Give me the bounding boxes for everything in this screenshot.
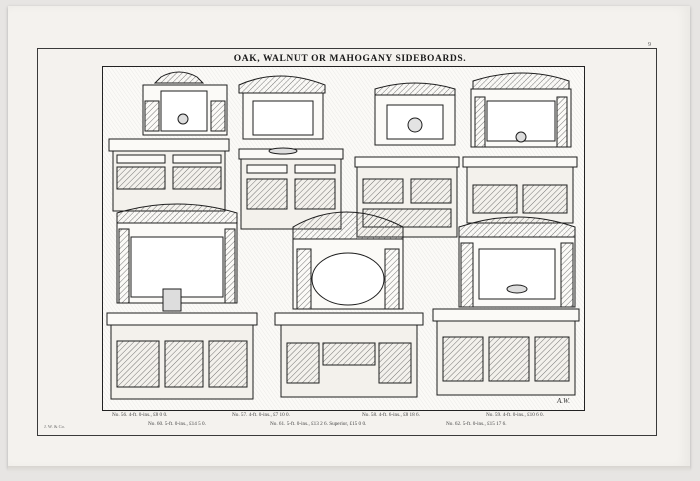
sideboard-4 bbox=[462, 72, 578, 224]
sideboard-7 bbox=[432, 216, 580, 396]
page-title: OAK, WALNUT OR MAHOGANY SIDEBOARDS. bbox=[233, 54, 467, 64]
page-border bbox=[37, 48, 657, 436]
sideboard-6 bbox=[274, 211, 424, 398]
caption-no-62: No. 62. 5-ft. 0-ins., £15 17 6. bbox=[446, 421, 507, 427]
sideboard-5 bbox=[106, 203, 258, 400]
engraver-signature: A.W. bbox=[556, 397, 570, 405]
sideboard-1 bbox=[108, 71, 230, 212]
caption-no-61: No. 61. 5-ft. 0-ins., £13 2 6. Superior,… bbox=[270, 421, 367, 427]
caption-no-58: No. 58. 4-ft. 6-ins., £8 18 6. bbox=[362, 412, 420, 418]
page-edge bbox=[8, 466, 690, 472]
caption-no-56: No. 56. 4-ft. 0-ins., £8 0 0. bbox=[112, 412, 168, 418]
caption-no-60: No. 60. 5-ft. 0-ins., £14 5 0. bbox=[148, 421, 206, 427]
engraving-plate: A.W. bbox=[102, 66, 585, 411]
sideboards-engraving: A.W. bbox=[103, 67, 584, 410]
printer-mark: J. W. & Co. bbox=[44, 424, 66, 429]
caption-no-59: No. 59. 4-ft. 0-ins., £10 6 0. bbox=[486, 412, 544, 418]
page-number: 9 bbox=[648, 42, 651, 48]
caption-no-57: No. 57. 4-ft. 0-ins., £7 10 0. bbox=[232, 412, 290, 418]
